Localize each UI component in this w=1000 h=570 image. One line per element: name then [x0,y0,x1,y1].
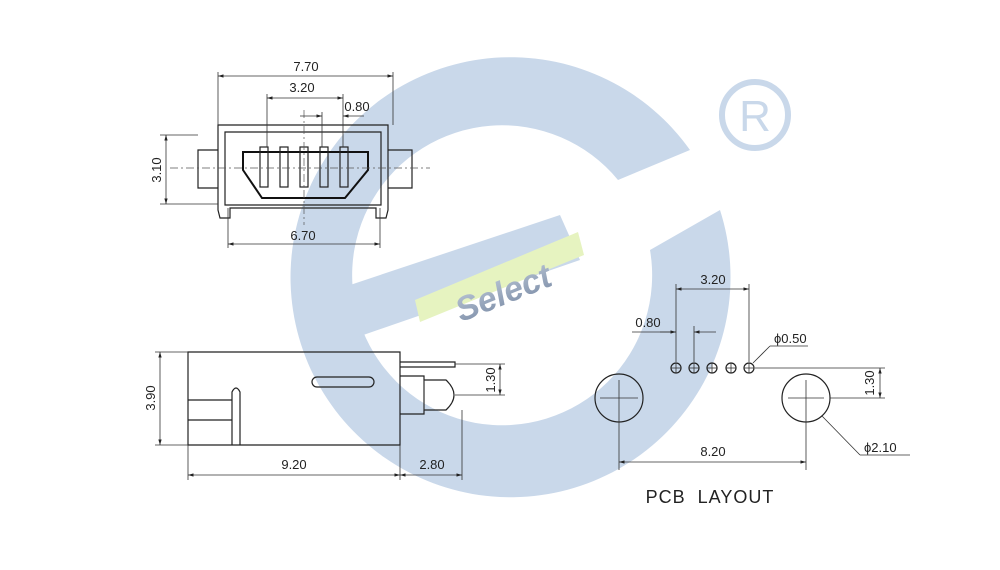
dim-side-height: 3.90 [143,385,158,410]
side-view: 3.90 1.30 9.20 2.80 [143,351,505,480]
pcb-pin-holes [670,362,755,374]
dim-pcb-row-offset: 1.30 [862,370,877,395]
dim-pcb-pin-span: 3.20 [700,272,725,287]
dim-pcb-post-spacing: 8.20 [700,444,725,459]
dim-side-body-length: 9.20 [281,457,306,472]
dim-front-pin-pitch: 0.80 [344,99,369,114]
dim-pcb-post-hole: ϕ2.10 [864,440,897,455]
pcb-layout-title: PCB LAYOUT [646,487,775,507]
dim-pcb-pin-hole: ϕ0.50 [774,331,807,346]
pcb-layout: 3.20 0.80 ϕ0.50 1.30 8.20 ϕ2.10 PCB LAYO… [594,272,910,507]
dim-front-height: 3.10 [149,157,164,182]
registered-mark: R [719,79,791,151]
dim-side-pin-height: 1.30 [483,367,498,392]
dim-front-pin-span: 3.20 [289,80,314,95]
watermark-logo: Select [290,57,731,498]
front-view: 7.70 3.20 0.80 3.10 6.70 [149,59,430,248]
dim-side-boss-length: 2.80 [419,457,444,472]
dim-front-overall-width: 7.70 [293,59,318,74]
registered-mark-letter: R [739,92,771,141]
dim-pcb-pin-pitch: 0.80 [635,315,660,330]
logo-blue-inner [305,215,580,350]
logo-green-band [415,232,584,322]
dim-front-opening-width: 6.70 [290,228,315,243]
